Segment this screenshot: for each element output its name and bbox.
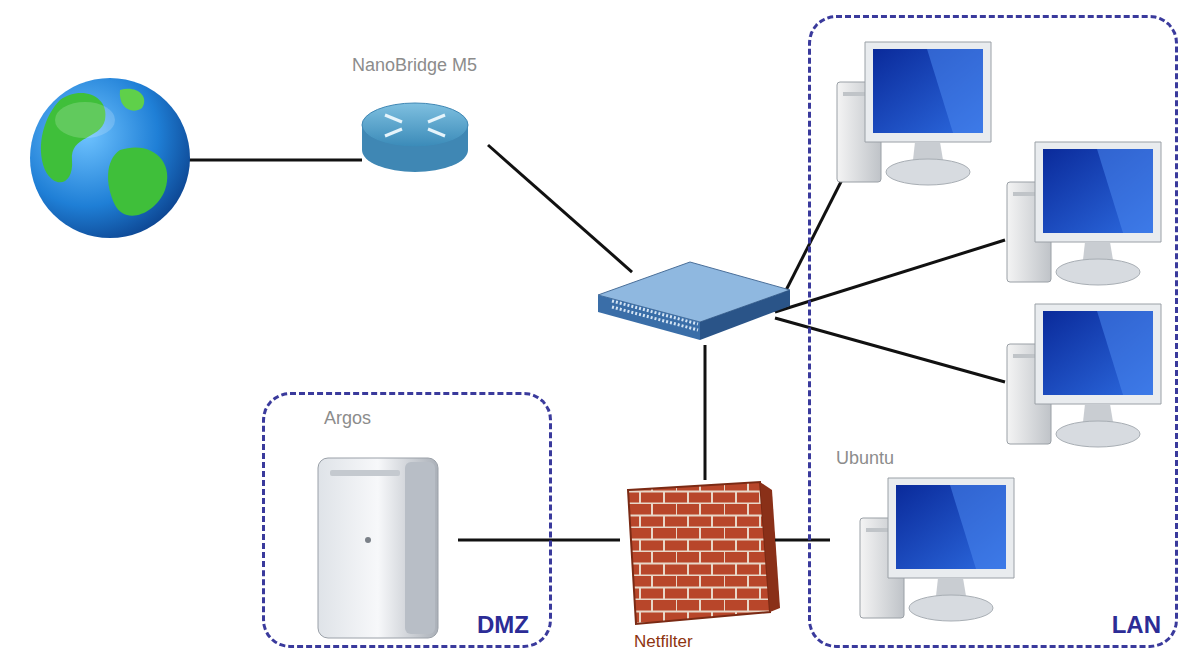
- node-label: DMZ: [477, 611, 529, 639]
- node-label: LAN: [1112, 611, 1161, 639]
- node-label: Argos: [324, 408, 371, 429]
- workstation-node: Ubuntu: [830, 448, 1025, 630]
- firewall-node: Netfilter: [620, 478, 775, 654]
- network-link: [458, 539, 620, 542]
- router-node: NanoBridge M5: [330, 55, 500, 175]
- network-link: [775, 539, 830, 542]
- dmz-zone: DMZ Argos: [262, 392, 552, 648]
- node-label: NanoBridge M5: [352, 55, 477, 76]
- node-label: Netfilter: [634, 632, 693, 652]
- lan-zone: LAN Ubuntu: [808, 15, 1178, 648]
- server-node: Argos: [318, 408, 458, 643]
- node-label: Ubuntu: [836, 448, 894, 469]
